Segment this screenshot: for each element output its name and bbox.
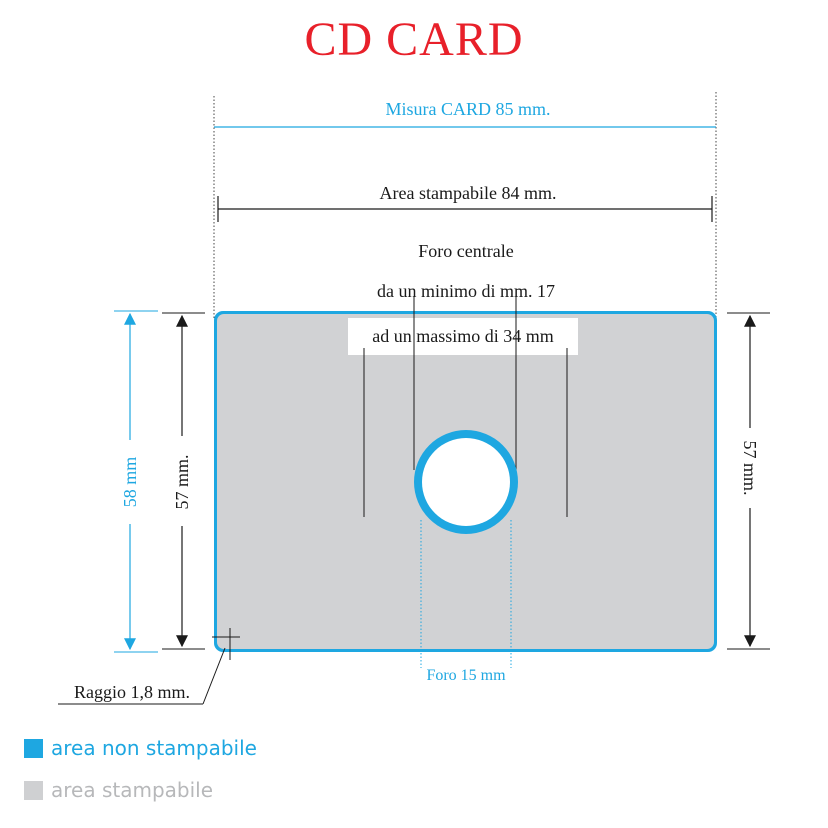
printable-width-label: Area stampabile 84 mm. — [380, 183, 557, 203]
page-title: CD CARD — [304, 13, 524, 66]
legend-swatch-non-printable — [24, 738, 43, 758]
legend-label-printable: area stampabile — [51, 778, 214, 802]
legend-swatch-printable — [24, 780, 43, 800]
height-57-right-label: 57 mm. — [740, 440, 760, 495]
hole-note-line2: da un minimo di mm. 17 — [377, 281, 555, 301]
hole-note-box — [348, 318, 578, 355]
card-width-label: Misura CARD 85 mm. — [385, 99, 550, 119]
height-58-label: 58 mm — [120, 457, 140, 508]
legend-item-printable: area stampabile — [24, 778, 213, 802]
height-57-left-label: 57 mm. — [172, 454, 192, 509]
legend-label-non-printable: area non stampabile — [51, 736, 257, 760]
hole-15-label: Foro 15 mm — [426, 667, 506, 684]
hole-note-line3: ad un massimo di 34 mm — [372, 326, 554, 346]
central-hole — [422, 438, 510, 526]
radius-label: Raggio 1,8 mm. — [74, 682, 190, 702]
hole-note-line1: Foro centrale — [418, 241, 513, 261]
radius-leader — [202, 647, 226, 705]
legend-item-non-printable: area non stampabile — [24, 736, 257, 760]
